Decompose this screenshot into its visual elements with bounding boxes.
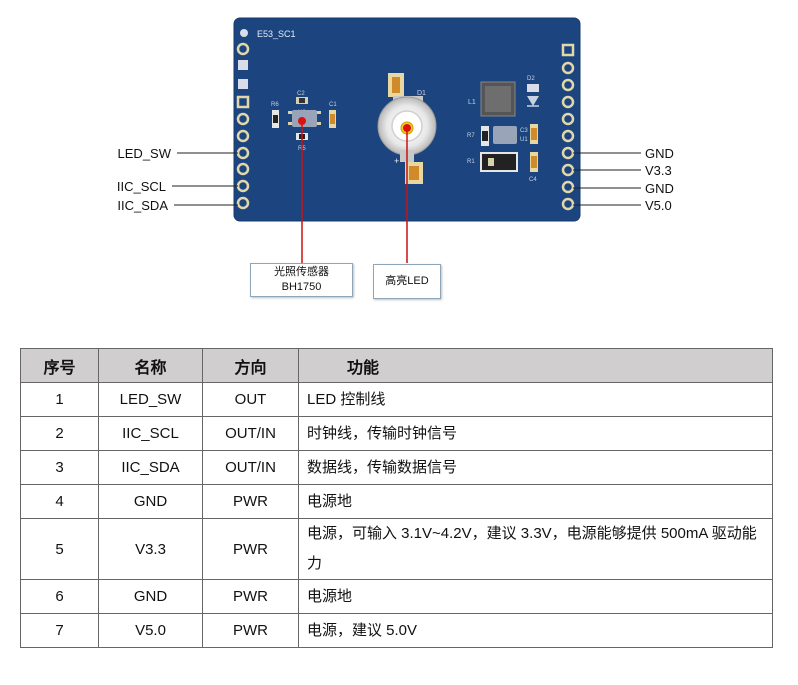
- cell-name: GND: [98, 484, 203, 519]
- cell-name: IIC_SDA: [98, 450, 203, 485]
- cell-index: 6: [20, 579, 99, 614]
- cell-function: 数据线，传输数据信号: [298, 450, 773, 485]
- table-row: 6 GND PWR 电源地: [20, 579, 773, 614]
- cell-direction: OUT/IN: [202, 416, 299, 451]
- table-row: 2 IIC_SCL OUT/IN 时钟线，传输时钟信号: [20, 416, 773, 451]
- table-row: 4 GND PWR 电源地: [20, 484, 773, 519]
- cell-name: V3.3: [98, 518, 203, 580]
- cell-index: 5: [20, 518, 99, 580]
- silk-plus: +: [394, 156, 399, 166]
- cell-name: V5.0: [98, 613, 203, 648]
- cell-direction: OUT: [202, 382, 299, 417]
- cell-index: 7: [20, 613, 99, 648]
- pin-label-led-sw: LED_SW: [117, 146, 171, 161]
- table-header-index: 序号: [20, 348, 99, 383]
- module-diagram: E53_SC1 C2 R6 U2 C1: [172, 17, 641, 263]
- callout-sensor-model: BH1750: [281, 281, 322, 293]
- cell-index: 4: [20, 484, 99, 519]
- callout-dot-led: [403, 124, 411, 132]
- silk-d2: D2: [527, 76, 535, 82]
- pin-label-iic-scl: IIC_SCL: [116, 179, 166, 194]
- pin-table: 序号 名称 方向 功能 1 LED_SW OUT LED 控制线 2 IIC_S…: [20, 348, 773, 648]
- cell-direction: PWR: [202, 613, 299, 648]
- table-header-name: 名称: [98, 348, 203, 383]
- power-components: L1 D2 R7 U1 C3 R1 C4: [467, 76, 539, 183]
- callout-dot-sensor: [298, 117, 306, 125]
- cell-direction: OUT/IN: [202, 450, 299, 485]
- callout-led: 高亮LED: [373, 264, 441, 299]
- cell-index: 2: [20, 416, 99, 451]
- table-header-row: 序号 名称 方向 功能: [20, 348, 773, 383]
- callout-led-name: 高亮LED: [385, 275, 429, 287]
- pin-label-iic-sda: IIC_SDA: [117, 198, 168, 213]
- cell-direction: PWR: [202, 579, 299, 614]
- cell-direction: PWR: [202, 484, 299, 519]
- silk-r6: R6: [271, 102, 279, 108]
- silk-c4: C4: [529, 177, 537, 183]
- pin-label-v50: V5.0: [645, 198, 672, 213]
- silk-c3: C3: [520, 128, 528, 134]
- table-row: 5 V3.3 PWR 电源，可输入 3.1V~4.2V，建议 3.3V，电源能够…: [20, 518, 773, 580]
- cell-index: 3: [20, 450, 99, 485]
- silk-r1: R1: [467, 159, 475, 165]
- cell-index: 1: [20, 382, 99, 417]
- silk-d1: D1: [417, 90, 426, 97]
- cell-function: 电源，建议 5.0V: [298, 613, 773, 648]
- pin-label-v33: V3.3: [645, 163, 672, 178]
- table-row: 3 IIC_SDA OUT/IN 数据线，传输数据信号: [20, 450, 773, 485]
- cell-direction: PWR: [202, 518, 299, 580]
- table-row: 7 V5.0 PWR 电源，建议 5.0V: [20, 613, 773, 648]
- cell-function: 时钟线，传输时钟信号: [298, 416, 773, 451]
- pin-label-gnd-1: GND: [645, 146, 674, 161]
- silk-c1: C1: [329, 102, 337, 108]
- callout-sensor: 光照传感器 BH1750: [250, 263, 353, 297]
- silk-r7: R7: [467, 133, 475, 139]
- pin-label-gnd-2: GND: [645, 181, 674, 196]
- cell-function: 电源地: [298, 579, 773, 614]
- cell-name: IIC_SCL: [98, 416, 203, 451]
- table-header-function: 功能: [298, 348, 773, 383]
- silk-u1: U1: [520, 137, 528, 143]
- table-header-direction: 方向: [202, 348, 299, 383]
- cell-function: 电源地: [298, 484, 773, 519]
- cell-function: LED 控制线: [298, 382, 773, 417]
- cell-name: LED_SW: [98, 382, 203, 417]
- board-title-silk: E53_SC1: [257, 29, 296, 39]
- cell-name: GND: [98, 579, 203, 614]
- silk-c2: C2: [297, 91, 305, 97]
- table-row: 1 LED_SW OUT LED 控制线: [20, 382, 773, 417]
- board-mark: [240, 29, 248, 37]
- cell-function: 电源，可输入 3.1V~4.2V，建议 3.3V，电源能够提供 500mA 驱动…: [298, 518, 773, 580]
- silk-l1: L1: [468, 99, 476, 106]
- callout-sensor-name: 光照传感器: [274, 266, 329, 278]
